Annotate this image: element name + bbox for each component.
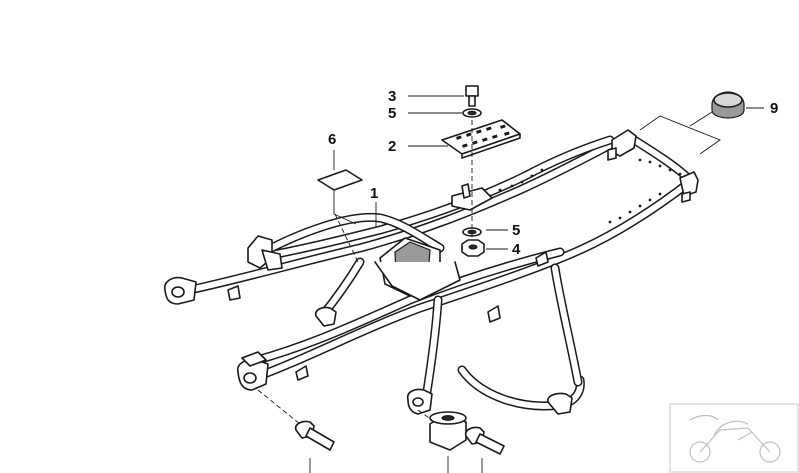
callout-6[interactable]: 6: [328, 131, 336, 148]
bottom-bolt-right: [464, 426, 505, 455]
callout-3[interactable]: 3: [388, 88, 396, 105]
callout-1[interactable]: 1: [370, 185, 378, 202]
mounting-plate: [441, 119, 521, 159]
label-plate: [317, 169, 363, 191]
callout-9[interactable]: 9: [770, 100, 778, 117]
callout-5-top[interactable]: 5: [388, 105, 396, 122]
bolt-top: [465, 85, 479, 107]
bottom-bolt-left: [294, 420, 335, 451]
brand-watermark-icon: [669, 403, 799, 473]
callout-5-lower[interactable]: 5: [512, 222, 520, 239]
nut: [461, 239, 485, 257]
rail-holes: [468, 158, 682, 224]
callout-4[interactable]: 4: [512, 241, 521, 258]
callout-2[interactable]: 2: [388, 138, 396, 155]
washer-top: [462, 108, 482, 118]
leader-lines: [257, 95, 764, 473]
rubber-grommet: [711, 91, 745, 119]
callouts: 3 5 2 6 1 5 4 9: [328, 88, 778, 258]
rear-frame: [163, 129, 699, 415]
bottom-spacer: [429, 411, 467, 451]
